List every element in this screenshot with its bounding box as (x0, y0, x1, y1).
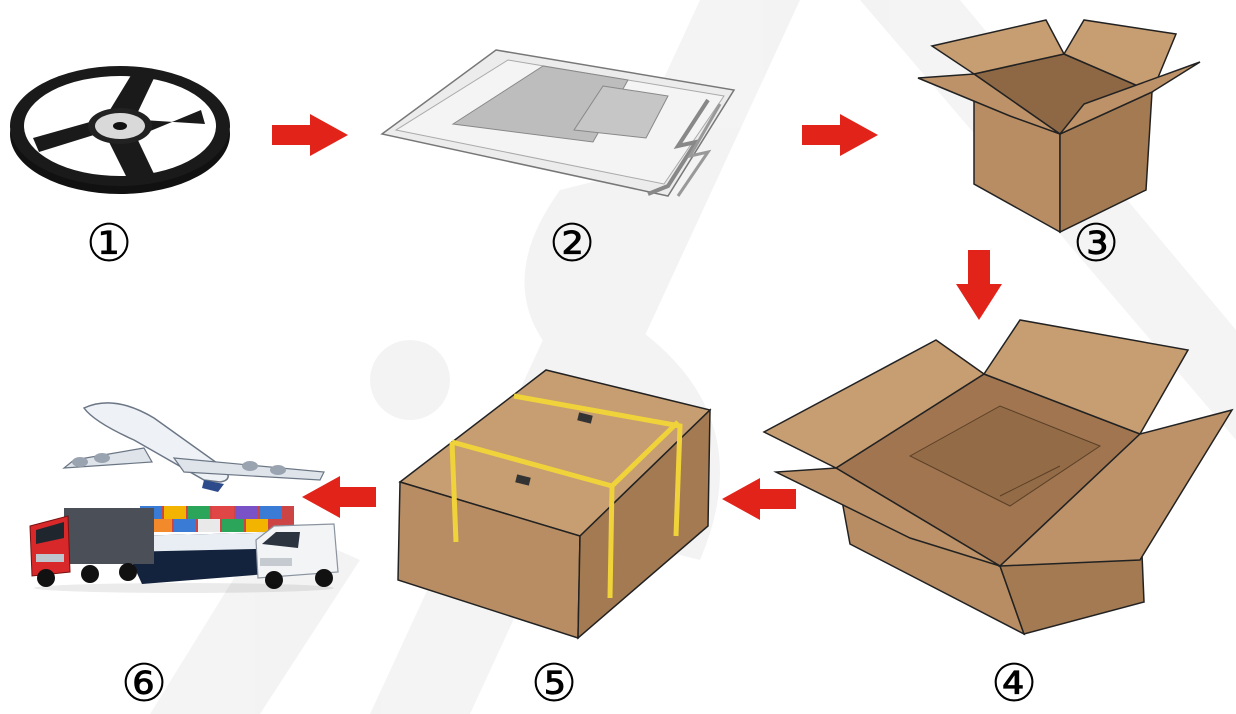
tape-reel-icon (5, 48, 240, 200)
airplane-icon (64, 403, 324, 492)
step-2-number: ② (532, 214, 612, 274)
step-5-number: ⑤ (514, 654, 594, 714)
arrow-left-icon (722, 478, 796, 520)
step-4-number: ④ (974, 654, 1054, 714)
open-carton-icon (760, 316, 1236, 642)
step-6-number: ⑥ (104, 654, 184, 714)
truck-icon (30, 508, 154, 587)
van-icon (256, 524, 338, 589)
esd-bag-icon (378, 46, 738, 204)
open-box-icon (914, 14, 1204, 238)
shipping-transport-icon (24, 388, 340, 594)
arrow-right-icon (802, 114, 878, 156)
step-3-number: ③ (1056, 214, 1136, 274)
arrow-down-icon (956, 250, 1002, 320)
arrow-right-icon (272, 114, 348, 156)
sealed-box-icon (396, 366, 714, 642)
step-1-number: ① (69, 214, 149, 274)
